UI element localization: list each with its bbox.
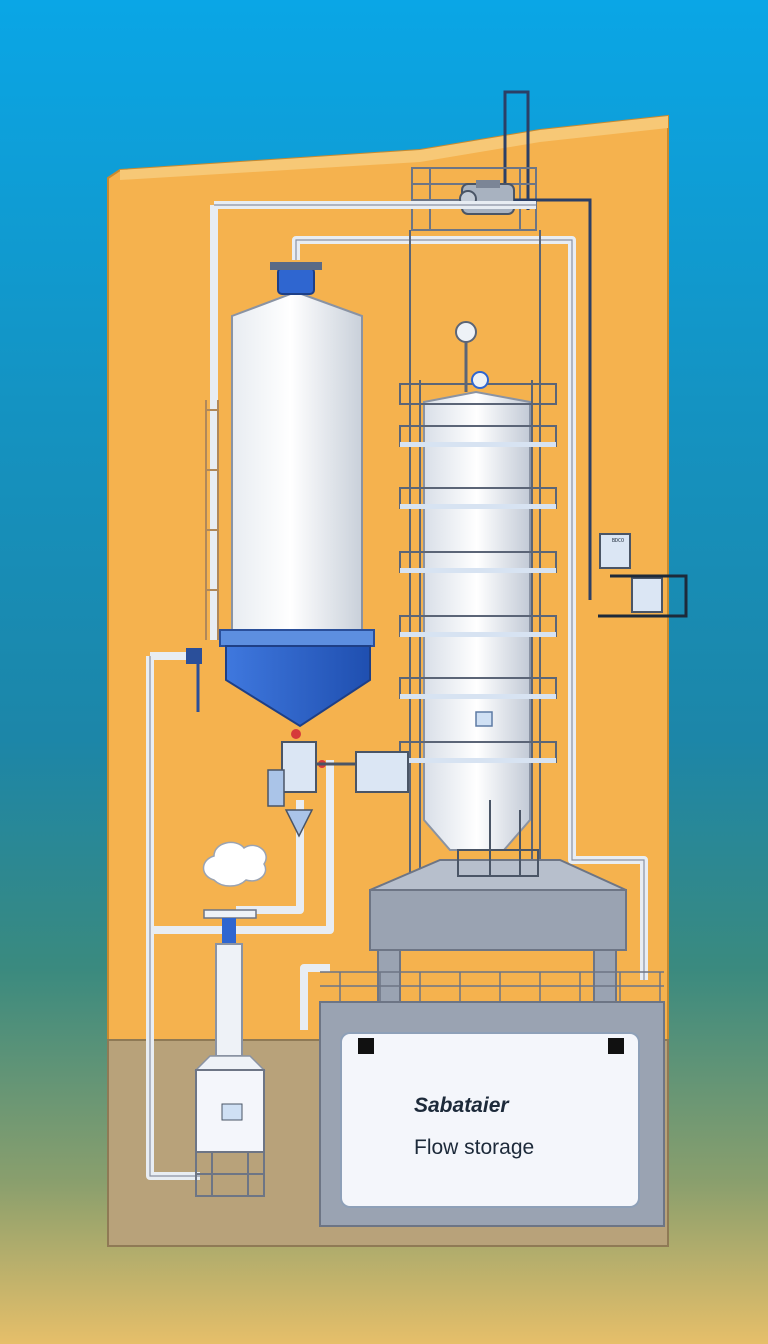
valve-icon bbox=[267, 729, 409, 838]
silo-ladder bbox=[205, 400, 219, 640]
legend-title: Sabataier bbox=[414, 1094, 509, 1117]
tower-base bbox=[369, 800, 627, 1003]
legend-panel: Sabataier Flow storage bbox=[340, 1032, 640, 1208]
cabinet-label: BDCO bbox=[611, 538, 625, 544]
steam-column bbox=[194, 841, 267, 1197]
legend-subtitle: Flow storage bbox=[414, 1136, 535, 1159]
reactor-tower bbox=[423, 390, 531, 851]
corner-mark-left bbox=[358, 1038, 374, 1054]
vent-pipe bbox=[503, 90, 530, 210]
pipe-outlines bbox=[149, 204, 645, 1177]
control-cabinet bbox=[598, 533, 688, 618]
storage-silo bbox=[186, 262, 375, 728]
corner-mark-right bbox=[608, 1038, 624, 1054]
pressure-gauge-icon bbox=[455, 321, 489, 392]
scaffold-decks bbox=[400, 442, 556, 763]
steam-cloud-icon bbox=[202, 841, 267, 887]
